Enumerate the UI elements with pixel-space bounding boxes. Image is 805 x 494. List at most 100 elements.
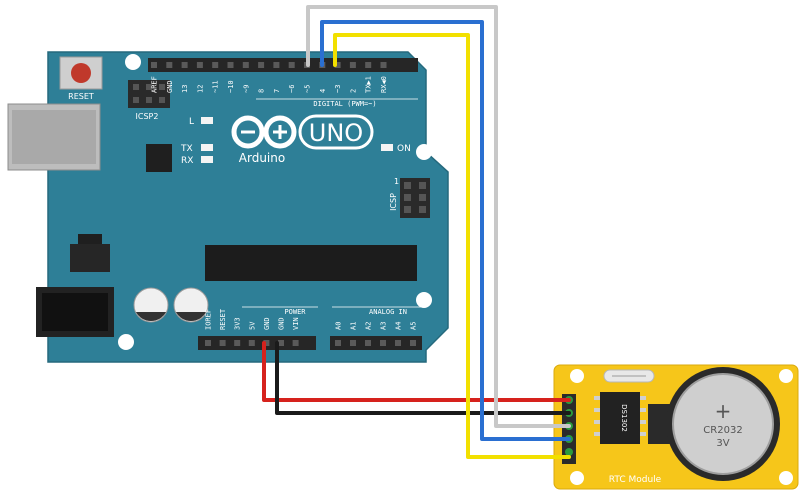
digital-pin-socket — [273, 62, 280, 68]
digital-pin-socket — [166, 62, 173, 68]
led-on — [381, 144, 393, 151]
digital-pin-label: RX◀0 — [380, 76, 388, 93]
digital-pin-label: 7 — [273, 89, 281, 93]
power-pin-socket — [263, 340, 270, 346]
ds1302-chip — [594, 392, 646, 444]
digital-pin-label: 13 — [181, 85, 189, 93]
led-rx — [201, 156, 213, 163]
power-pin-socket — [205, 340, 211, 346]
icsp2-label: ICSP2 — [136, 112, 159, 121]
usb-interface-chip — [146, 144, 172, 172]
capacitor — [133, 287, 169, 323]
analog-pin-socket — [410, 340, 416, 346]
digital-pin-label: ~3 — [334, 85, 342, 93]
analog-pin-socket — [395, 340, 401, 346]
atmega-microcontroller — [205, 245, 417, 281]
mounting-hole — [416, 292, 432, 308]
battery-voltage: 3V — [716, 438, 729, 449]
power-pin-label: 5V — [248, 321, 256, 330]
digital-pin-label: ~5 — [304, 85, 312, 93]
digital-pin-socket — [258, 62, 265, 68]
rtc-module-name: RTC Module — [609, 475, 662, 485]
led-on-label: ON — [397, 144, 411, 154]
voltage-regulator — [70, 234, 110, 272]
icsp-pin1-label: 1 — [394, 177, 399, 186]
reset-button[interactable] — [59, 56, 103, 90]
analog-pin-socket — [350, 340, 356, 346]
battery-label: CR2032 — [703, 425, 742, 436]
digital-pin-socket — [380, 62, 387, 68]
crystal-oscillator — [603, 369, 655, 383]
analog-header-label: ANALOG IN — [369, 308, 407, 316]
icsp-header — [400, 178, 430, 218]
arduino-logo-symbols — [241, 125, 287, 139]
reset-label: RESET — [68, 92, 94, 101]
digital-pin-label: ~10 — [227, 80, 235, 93]
power-pin-label: RESET — [219, 308, 227, 330]
mounting-hole — [125, 54, 141, 70]
power-pin-socket — [292, 340, 299, 346]
uno-badge — [298, 114, 374, 150]
analog-pin-label: A3 — [380, 322, 388, 330]
digital-pin-label: 4 — [319, 89, 327, 93]
power-pin-socket — [278, 340, 284, 346]
digital-pin-label: GND — [166, 80, 174, 93]
dat-wire — [320, 20, 571, 441]
brand-name: Arduino — [239, 151, 285, 165]
icsp-label: ICSP — [389, 193, 398, 211]
digital-pin-socket — [212, 62, 219, 68]
digital-header — [148, 58, 418, 72]
mounting-hole — [416, 144, 432, 160]
digital-pin-socket — [196, 62, 203, 68]
mounting-hole — [118, 334, 134, 350]
analog-pin-socket — [335, 340, 341, 346]
led-l — [201, 117, 213, 124]
arduino-logo-icon — [231, 115, 297, 149]
analog-pin-label: A5 — [410, 322, 418, 330]
gnd-wire — [275, 341, 571, 415]
digital-pin-label: TX▶1 — [365, 76, 373, 93]
power-pin-socket — [219, 340, 226, 346]
battery-holder — [648, 404, 670, 444]
analog-pin-label: A0 — [335, 322, 343, 330]
led-l-label: L — [189, 117, 194, 127]
chip-label: DS1302 — [620, 404, 628, 432]
analog-pin-label: A1 — [350, 322, 358, 330]
power-header-label: POWER — [284, 308, 306, 316]
battery-polarity: + — [715, 399, 732, 423]
digital-header-label: DIGITAL (PWM=~) — [313, 100, 376, 108]
analog-header — [330, 336, 422, 350]
digital-pin-socket — [181, 62, 188, 68]
power-pin-socket — [234, 340, 241, 346]
digital-pin-label: 12 — [196, 85, 204, 93]
digital-pin-socket — [242, 62, 249, 68]
power-pin-label: VIN — [292, 317, 300, 330]
digital-pin-label: ~11 — [212, 80, 220, 93]
digital-pin-socket — [365, 62, 372, 68]
power-pin-label: IOREF — [205, 309, 213, 330]
power-header — [198, 336, 316, 350]
model-name: UNO — [309, 119, 363, 147]
power-jack — [36, 287, 114, 337]
led-tx-label: TX — [180, 144, 193, 154]
analog-pin-socket — [380, 340, 386, 346]
rtc-pin-header — [562, 394, 576, 464]
coin-cell-battery — [666, 367, 780, 481]
led-tx — [201, 144, 213, 151]
power-pin-label: GND — [263, 317, 271, 330]
digital-pin-label: 2 — [349, 89, 357, 93]
power-pin-label: GND — [278, 317, 286, 330]
digital-pin-socket — [288, 62, 295, 68]
digital-pin-socket — [349, 62, 356, 68]
capacitor — [173, 287, 209, 323]
power-pin-label: 3V3 — [234, 317, 242, 330]
digital-pin-socket — [227, 62, 234, 68]
analog-pin-socket — [365, 340, 371, 346]
digital-pin-label: ~6 — [288, 85, 296, 93]
led-rx-label: RX — [181, 156, 193, 166]
analog-pin-label: A2 — [365, 322, 373, 330]
icsp2-header — [128, 80, 170, 108]
power-pin-group: IOREF RESET 3V3 5V GND GND VIN — [205, 308, 300, 346]
